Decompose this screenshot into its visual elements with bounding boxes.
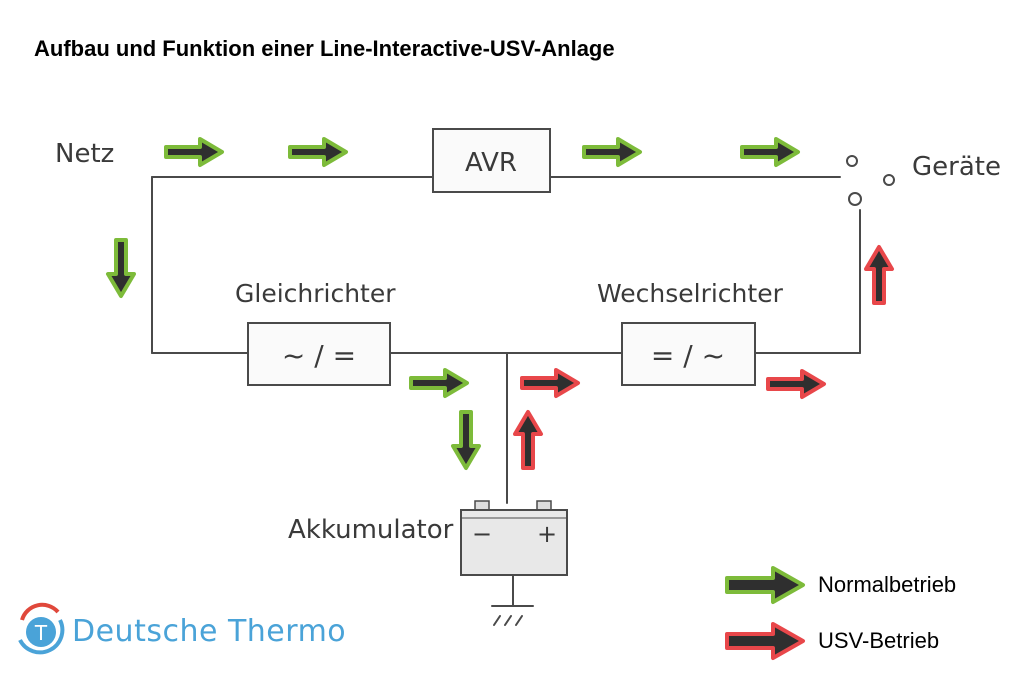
arrow-normal-right-mid [409,368,469,398]
arrow-normal-down-left [106,238,136,298]
legend-usv-label: USV-Betrieb [818,628,940,653]
logo-text: Deutsche Thermo [72,614,347,649]
avr-label: AVR [465,148,517,178]
arrow-normal-down-battery [451,410,481,470]
contact-top [846,155,858,167]
switch-contacts [846,155,895,206]
logo-ring-red [20,602,60,621]
logo-letter: T [34,621,48,645]
gleichrichter-box: ~ / = [247,322,391,386]
wires [151,176,861,626]
arrow-usv-up-battery [513,410,543,470]
legend-arrow-usv [725,622,805,660]
legend-normal-label: Normalbetrieb [818,572,957,597]
arrow-usv-up-right [864,245,894,305]
ground-hatch-1 [493,615,501,626]
akkumulator-label: Akkumulator [288,515,454,545]
geraete-label: Geräte [912,152,1001,182]
arrow-normal-3 [582,137,642,167]
logo-badge: T [18,602,65,655]
arrow-normal-2 [288,137,348,167]
netz-label: Netz [55,139,114,169]
wechselrichter-symbol: = / ~ [651,339,725,372]
normal-arrows [106,137,805,604]
gleichrichter-label: Gleichrichter [235,279,396,308]
arrow-usv-right-out [766,369,826,399]
legend-arrow-normal [725,566,805,604]
battery-plus: + [537,520,557,548]
diagram-title: Aufbau und Funktion einer Line-Interacti… [34,36,615,61]
battery-minus: − [472,520,492,548]
arrow-normal-4 [740,137,800,167]
avr-box: AVR [432,128,551,193]
battery: − + [460,500,568,576]
wechselrichter-label: Wechselrichter [597,279,784,308]
contact-right [883,174,895,186]
contact-bottom [848,192,862,206]
wechselrichter-box: = / ~ [621,322,756,386]
usv-arrows [513,245,894,660]
arrow-usv-right-mid [520,368,580,398]
ground-hatch-3 [515,615,523,626]
logo-ring-blue [18,619,65,655]
arrow-normal-1 [164,137,224,167]
gleichrichter-symbol: ~ / = [282,339,356,372]
ground-hatch-2 [504,615,512,626]
